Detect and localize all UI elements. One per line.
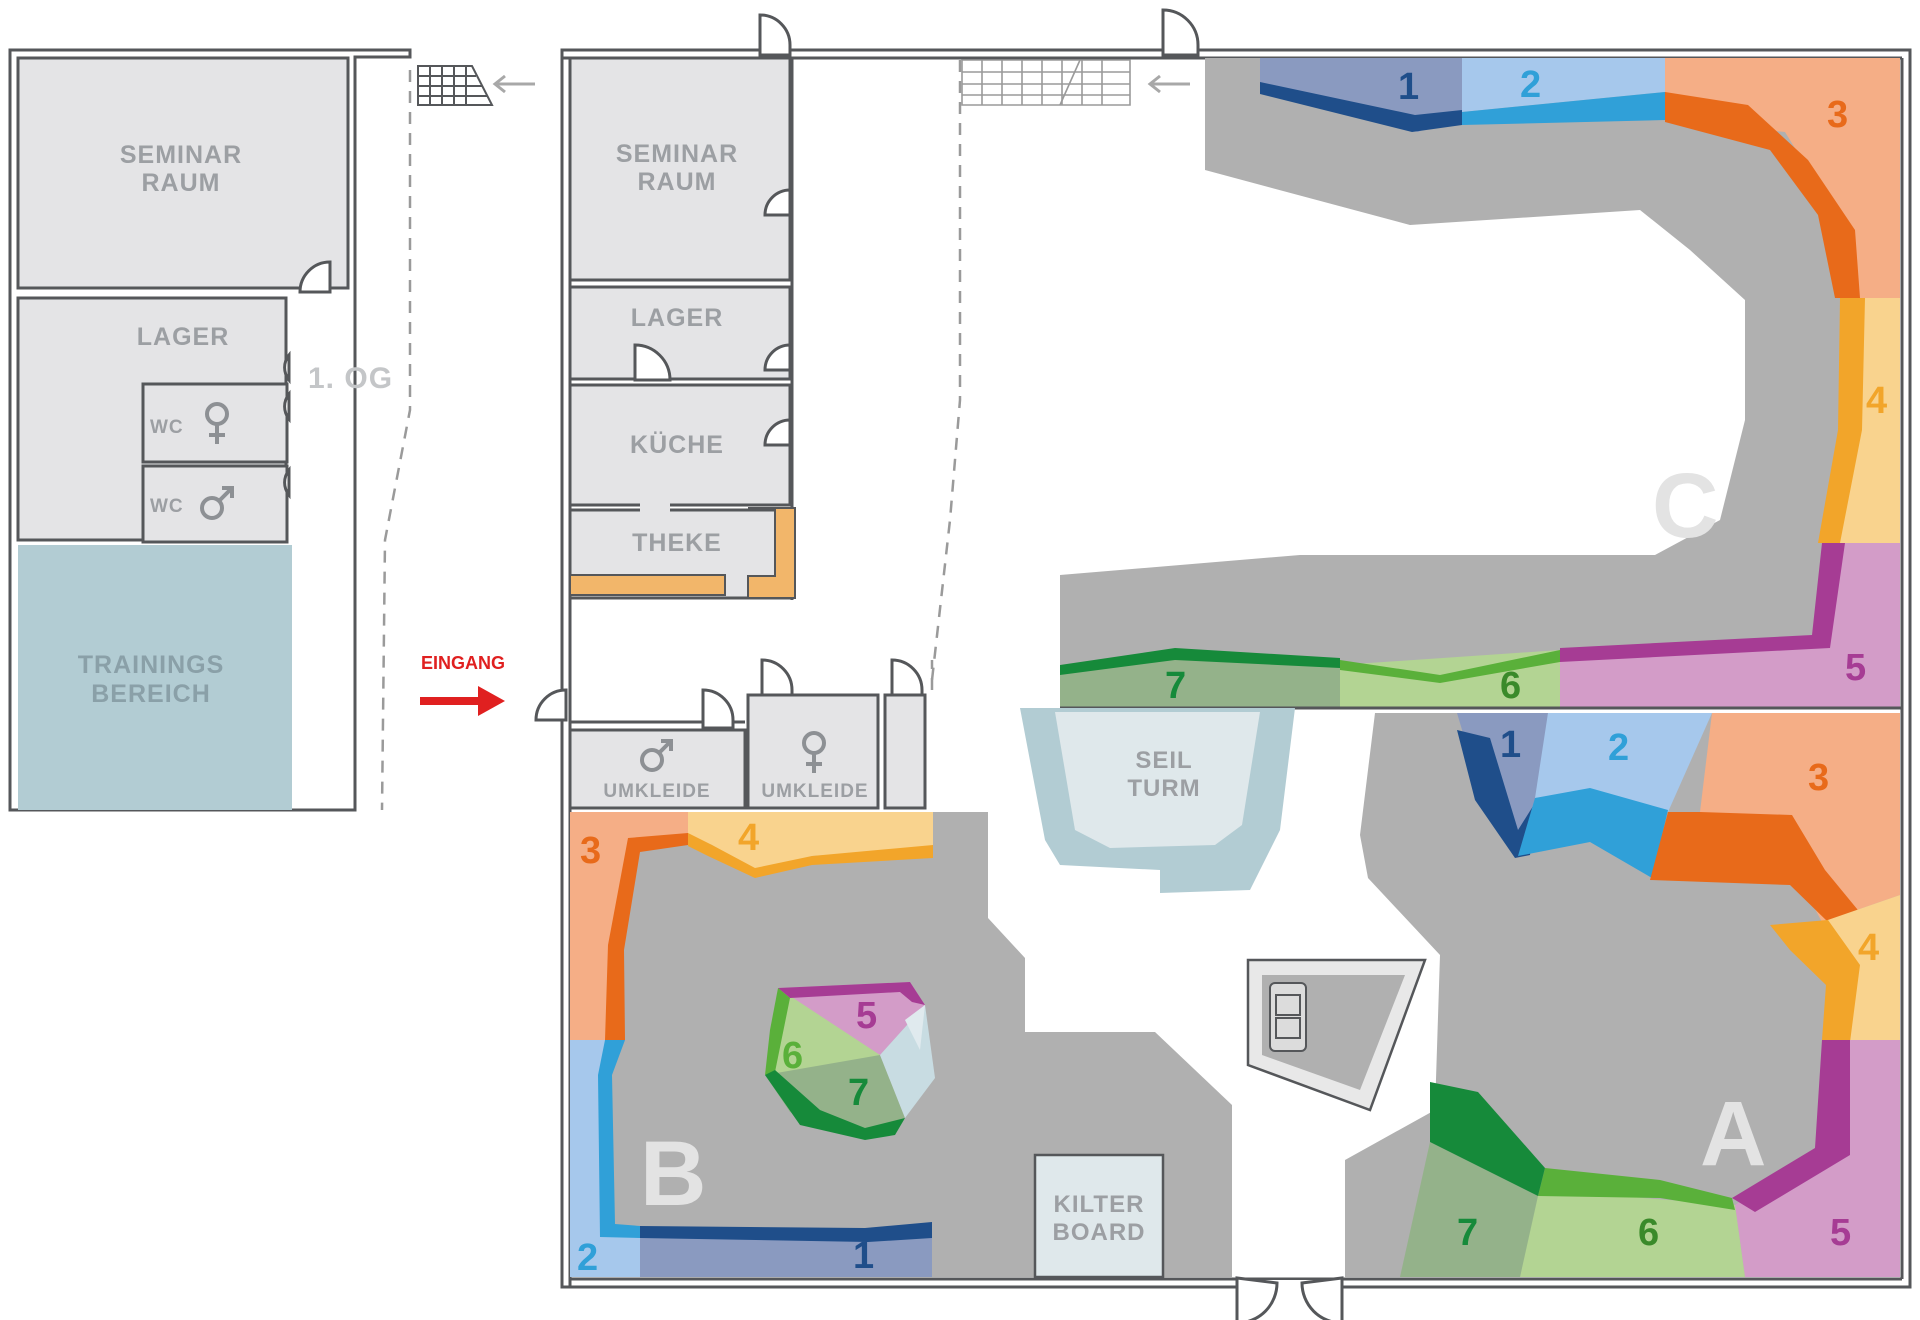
c-wall-number-2: 2 bbox=[1520, 64, 1541, 106]
og-wc-label-1: WC bbox=[150, 417, 184, 438]
a-wall-number-6: 6 bbox=[1638, 1212, 1659, 1254]
boulder-number-6: 6 bbox=[782, 1035, 803, 1077]
stairs-icon bbox=[417, 65, 494, 106]
a-wall-number-1: 1 bbox=[1500, 724, 1521, 766]
c-wall-number-6: 6 bbox=[1500, 665, 1521, 707]
arrow-left-icon bbox=[1147, 74, 1190, 94]
a-wall-number-2: 2 bbox=[1608, 727, 1629, 769]
seilturm-label-2: TURM bbox=[1127, 775, 1200, 802]
a-wall-number-3: 3 bbox=[1808, 757, 1829, 799]
kilter-label-1: KILTER bbox=[1054, 1191, 1145, 1218]
eg-theke-label: THEKE bbox=[632, 529, 722, 557]
c-wall-number-7: 7 bbox=[1165, 665, 1186, 707]
kilter-label-2: BOARD bbox=[1053, 1219, 1146, 1246]
b-wall-number-3: 3 bbox=[580, 830, 601, 872]
umkleide-small-room bbox=[883, 693, 927, 810]
a-wall-number-5: 5 bbox=[1830, 1212, 1851, 1254]
og-seminar-room bbox=[16, 56, 350, 290]
sector-c: C 1 2 3 4 5 6 7 bbox=[1060, 58, 1900, 708]
sector-b: KILTER BOARD 5 6 7 B 1 2 3 4 bbox=[570, 812, 1232, 1279]
og-wc-men bbox=[141, 464, 289, 544]
sector-b-label: B bbox=[640, 1123, 706, 1225]
og-seminar-label-1: SEMINAR bbox=[120, 141, 242, 169]
c-wall-number-5: 5 bbox=[1845, 647, 1866, 689]
male-symbol-icon bbox=[640, 739, 673, 772]
eg-seminar-room bbox=[568, 56, 792, 282]
seilturm: SEIL TURM bbox=[1020, 708, 1295, 893]
entrance-label: EINGANG bbox=[421, 653, 505, 673]
female-symbol-icon bbox=[802, 731, 826, 773]
center-boulder: 5 6 7 bbox=[765, 982, 935, 1140]
sector-a-label: A bbox=[1700, 1083, 1766, 1185]
sofa-icon bbox=[1269, 982, 1307, 1052]
eg-rooms: SEMINAR RAUM LAGER KÜCHE THEKE UMKLEIDE … bbox=[420, 56, 934, 810]
eg-seminar-label-1: SEMINAR bbox=[616, 140, 738, 168]
b-wall-number-2: 2 bbox=[577, 1237, 598, 1279]
theke-counter bbox=[569, 574, 726, 596]
male-symbol-icon bbox=[200, 486, 234, 520]
og-seminar-label-2: RAUM bbox=[142, 169, 221, 197]
stairs-icon bbox=[961, 59, 1131, 106]
theke-counter-corner bbox=[747, 507, 796, 599]
a-wall-number-4: 4 bbox=[1858, 927, 1879, 969]
sector-c-label: C bbox=[1652, 455, 1718, 557]
c-wall-number-1: 1 bbox=[1398, 66, 1419, 108]
eg-seminar-label-2: RAUM bbox=[638, 168, 717, 196]
eg-lager-label: LAGER bbox=[631, 304, 724, 332]
seilturm-label-1: SEIL bbox=[1135, 747, 1192, 774]
female-symbol-icon bbox=[205, 402, 229, 444]
og-training-area bbox=[18, 545, 292, 810]
eg-kueche-label: KÜCHE bbox=[630, 430, 724, 459]
og-floor-label: 1. OG bbox=[308, 362, 393, 395]
kilter-board bbox=[1033, 1153, 1165, 1279]
og-training-label-2: BEREICH bbox=[91, 680, 211, 708]
entrance-arrow-icon bbox=[420, 686, 505, 716]
c-wall-number-3: 3 bbox=[1827, 94, 1848, 136]
og-lager-label: LAGER bbox=[137, 323, 230, 351]
umkleide-men-label: UMKLEIDE bbox=[603, 781, 710, 802]
eg-kueche-room bbox=[568, 383, 792, 507]
boulder-number-7: 7 bbox=[848, 1072, 869, 1114]
og-wc-label-2: WC bbox=[150, 496, 184, 517]
b-wall-number-4: 4 bbox=[738, 817, 759, 859]
b-wall-number-1: 1 bbox=[853, 1235, 874, 1277]
umkleide-women-label: UMKLEIDE bbox=[761, 781, 868, 802]
upper-floor: SEMINAR RAUM LAGER WC WC 1. OG TRAININGS… bbox=[8, 48, 535, 812]
arrow-left-icon bbox=[492, 74, 535, 94]
sector-a: A 1 2 3 4 5 6 7 bbox=[1246, 713, 1900, 1277]
boulder-number-5: 5 bbox=[856, 995, 877, 1037]
eg-lager-room bbox=[568, 285, 792, 381]
c-wall-number-4: 4 bbox=[1866, 380, 1887, 422]
a-wall-number-7: 7 bbox=[1457, 1212, 1478, 1254]
og-training-label-1: TRAININGS bbox=[78, 651, 225, 679]
